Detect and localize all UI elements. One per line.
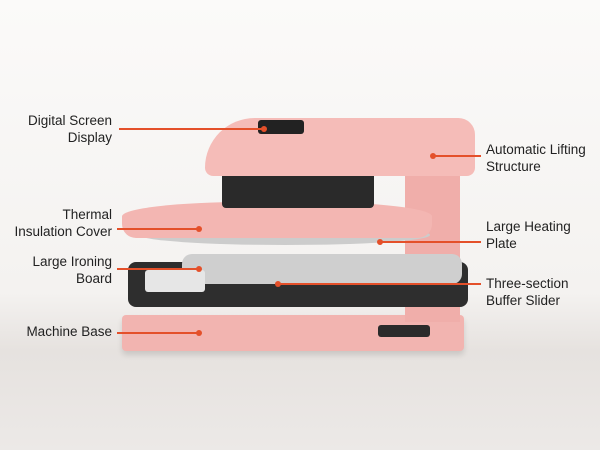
- base-handle: [378, 325, 430, 337]
- leader-line: [119, 128, 263, 130]
- top-housing: [205, 118, 475, 176]
- label-lifting-structure: Automatic Lifting Structure: [486, 142, 586, 174]
- leader-line: [117, 228, 199, 230]
- label-digital-screen: Digital Screen Display: [27, 113, 112, 145]
- label-ironing-board: Large Ironing Board: [32, 254, 112, 286]
- thermal-insulation-cover: [122, 202, 432, 238]
- leader-dot: [377, 238, 383, 245]
- label-heating-plate: Large Heating Plate: [486, 219, 571, 251]
- leader-line: [117, 268, 199, 270]
- upper-body-dark: [222, 170, 374, 208]
- leader-line: [433, 155, 481, 157]
- leader-line: [380, 241, 481, 243]
- leader-dot: [196, 225, 202, 232]
- leader-dot: [430, 152, 436, 159]
- leader-line: [117, 332, 199, 334]
- leader-dot: [261, 125, 267, 132]
- board-pad: [182, 254, 462, 284]
- label-thermal-cover: Thermal Insulation Cover: [14, 207, 112, 239]
- leader-dot: [196, 329, 202, 336]
- leader-line: [278, 283, 481, 285]
- slider-handle: [145, 270, 205, 292]
- leader-dot: [196, 265, 202, 272]
- label-buffer-slider: Three-section Buffer Slider: [486, 276, 569, 308]
- label-machine-base: Machine Base: [26, 324, 112, 339]
- digital-screen: [258, 120, 304, 134]
- leader-dot: [275, 280, 281, 287]
